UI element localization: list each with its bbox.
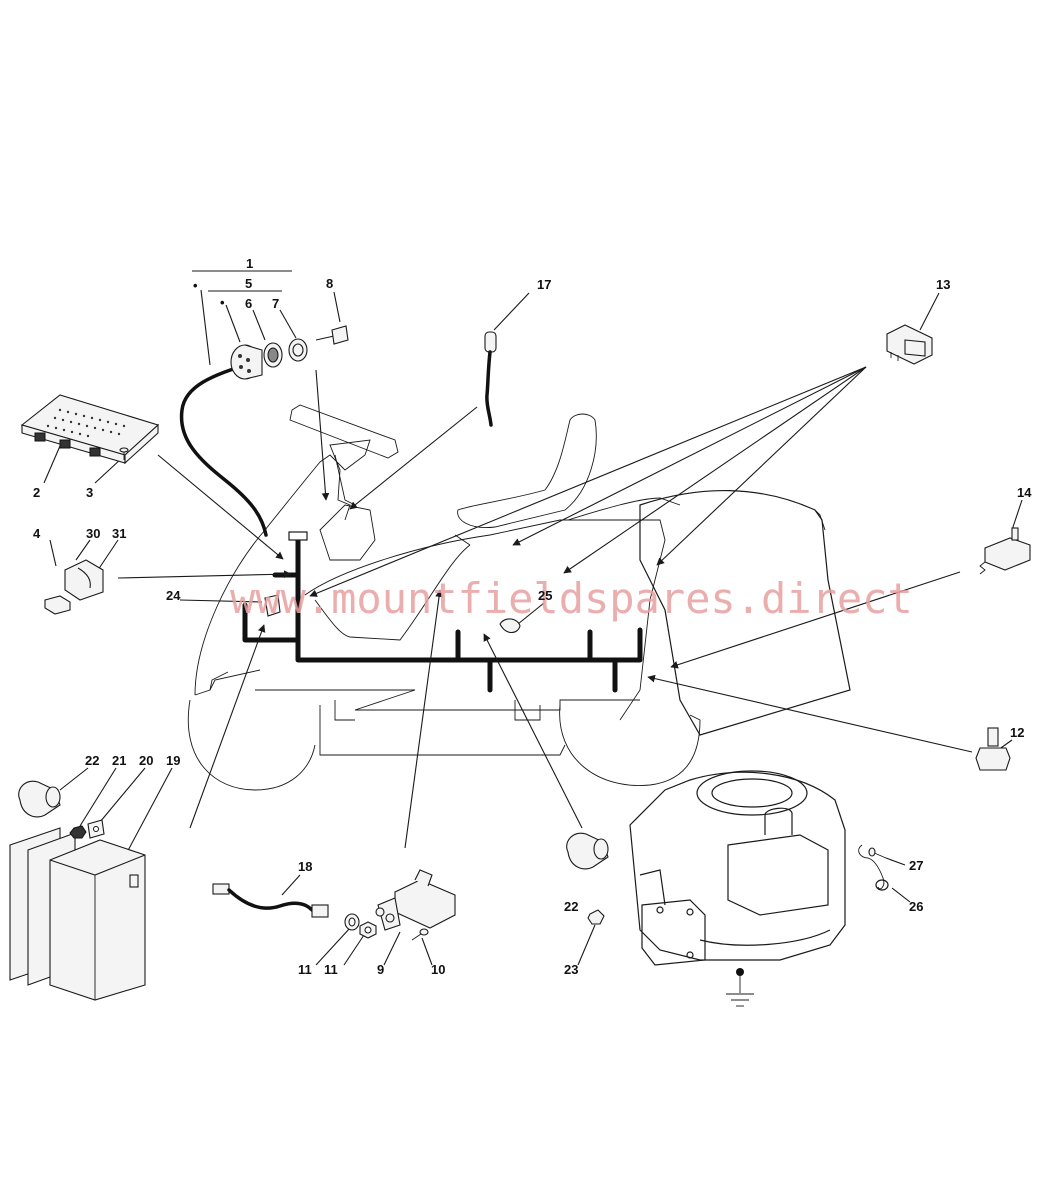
callout-23: 23	[564, 962, 578, 977]
terminal-cover-part-22-a	[18, 780, 61, 818]
relay-part-30-31	[44, 559, 104, 615]
callout-24: 24	[166, 588, 181, 603]
terminal-cover-part-22-b	[566, 832, 609, 870]
callout-1: 1	[246, 256, 253, 271]
callout-26: 26	[909, 899, 923, 914]
microswitch-part-14	[979, 527, 1031, 575]
bullet-marker: •	[220, 295, 225, 310]
callout-7: 7	[272, 296, 279, 311]
callout-19: 19	[166, 753, 180, 768]
callout-5: 5	[245, 276, 252, 291]
clip-part-24	[264, 594, 281, 617]
screw-part-10	[411, 928, 429, 941]
callout-11: 11	[298, 962, 312, 977]
screw-part-27	[868, 847, 887, 859]
callout-2: 2	[33, 485, 40, 500]
screw-part-3	[119, 447, 129, 460]
callout-18: 18	[298, 859, 312, 874]
spring-part-26	[858, 844, 889, 891]
ignition-switch-assembly	[230, 338, 308, 380]
callout-6: 6	[245, 296, 252, 311]
callout-30: 30	[86, 526, 100, 541]
battery-part-19	[9, 827, 146, 1001]
nut-part-21	[69, 825, 87, 839]
bullet-marker: •	[193, 278, 198, 293]
callout-labels: 1 5 • • 6 7 8 17 13 14 12 2 3 4 30 31 24…	[33, 256, 1032, 977]
switch-part-13	[886, 324, 933, 365]
nut-part-11-b	[359, 921, 377, 939]
callout-17: 17	[537, 277, 551, 292]
callout-4: 4	[33, 526, 41, 541]
terminal-part-20	[87, 819, 105, 839]
callout-10: 10	[431, 962, 445, 977]
solenoid-part-9	[375, 869, 456, 931]
callout-14: 14	[1017, 485, 1032, 500]
callout-12: 12	[1010, 725, 1024, 740]
sensor-part-12	[975, 727, 1011, 771]
callout-22: 22	[564, 899, 578, 914]
engine	[629, 770, 846, 966]
wiring-harness	[179, 363, 643, 693]
nut-part-23	[587, 909, 605, 925]
callout-25: 25	[538, 588, 552, 603]
callout-27: 27	[909, 858, 923, 873]
callout-31: 31	[112, 526, 126, 541]
watermark-text: www.mountfieldspares.direct	[230, 574, 913, 623]
ground-icon	[726, 968, 754, 1007]
nut-part-11-a	[344, 913, 360, 931]
key-part-8	[315, 325, 349, 345]
callout-21: 21	[112, 753, 126, 768]
callout-3: 3	[86, 485, 93, 500]
lead-part-17	[484, 331, 497, 427]
callout-8: 8	[326, 276, 333, 291]
lead-part-18	[212, 883, 329, 918]
callout-20: 20	[139, 753, 153, 768]
callout-13: 13	[936, 277, 950, 292]
callout-22: 22	[85, 753, 99, 768]
callout-11: 11	[324, 962, 338, 977]
callout-9: 9	[377, 962, 384, 977]
control-board-part-2	[20, 394, 160, 465]
clip-part-25	[499, 618, 521, 634]
leader-lines	[43, 270, 1023, 966]
